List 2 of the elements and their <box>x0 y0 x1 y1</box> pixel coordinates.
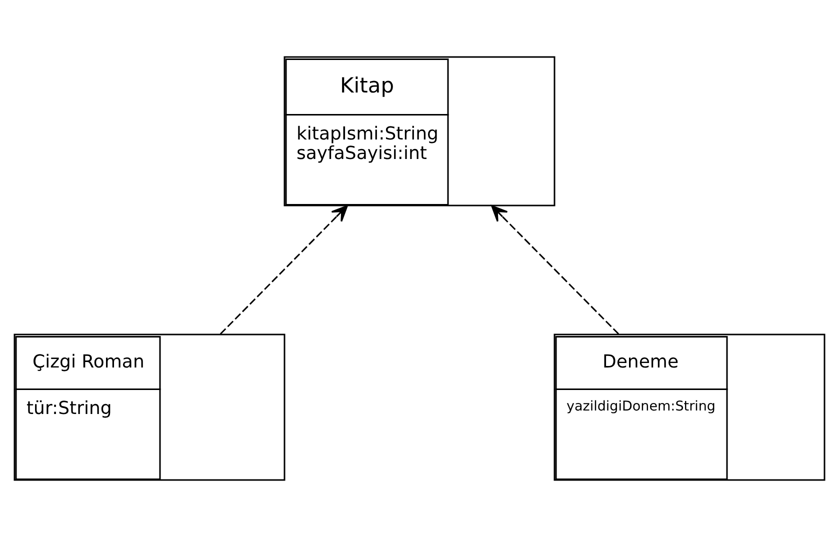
arrow <box>220 205 348 335</box>
arrow <box>491 205 620 335</box>
